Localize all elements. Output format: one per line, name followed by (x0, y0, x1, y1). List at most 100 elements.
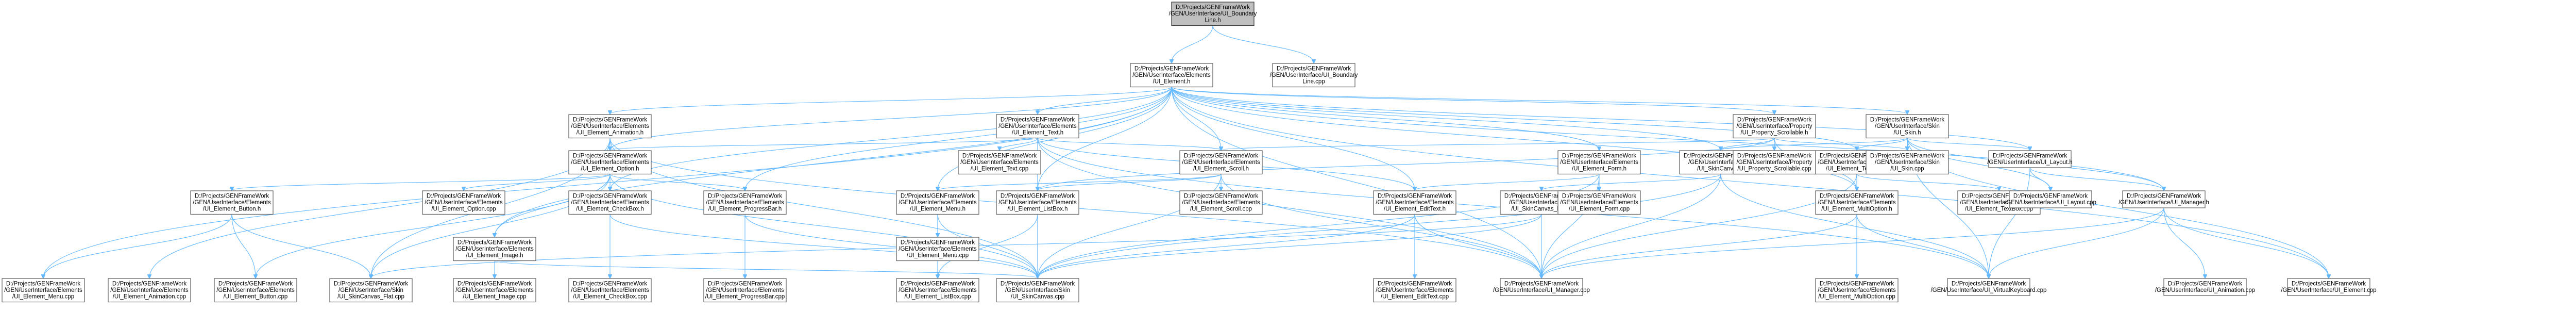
node-box (568, 150, 652, 175)
graph-node[interactable]: D:/Projects/GENFrameWork/GEN/UserInterfa… (1179, 150, 1263, 175)
graph-node[interactable]: D:/Projects/GENFrameWork/GEN/UserInterfa… (1373, 278, 1456, 303)
graph-node[interactable]: D:/Projects/GENFrameWork/GEN/UserInterfa… (996, 114, 1079, 139)
node-label-line: D:/Projects/GENFrameWork (195, 193, 269, 200)
graph-node[interactable]: D:/Projects/GENFrameWork/GEN/UserInterfa… (996, 278, 1079, 303)
graph-node[interactable]: D:/Projects/GENFrameWork/GEN/UserInterfa… (2155, 278, 2255, 296)
graph-node[interactable]: D:/Projects/GENFrameWork/GEN/UserInterfa… (1373, 190, 1456, 215)
graph-node[interactable]: D:/Projects/GENFrameWork/GEN/UserInterfa… (2005, 190, 2096, 208)
graph-node[interactable]: D:/Projects/GENFrameWork/GEN/UserInterfa… (703, 190, 787, 215)
node-box (1866, 150, 1949, 175)
graph-node[interactable]: D:/Projects/GENFrameWork/GEN/UserInterfa… (1179, 190, 1263, 215)
node-label-line: Line.cpp (1302, 79, 1325, 85)
node-label-line: D:/Projects/GENFrameWork (573, 281, 647, 287)
edge-N1-N41 (1171, 87, 1541, 279)
node-label-line: /UI_Element_Form.h (1572, 166, 1626, 172)
edge-N11-N43 (1720, 174, 1989, 279)
node-label-line: D:/Projects/GENFrameWork (2013, 193, 2088, 200)
graph-node[interactable]: D:/Projects/GENFrameWork/GEN/UserInterfa… (108, 278, 191, 303)
edge-N30-N39 (494, 260, 1038, 279)
node-label-line: D:/Projects/GENFrameWork (901, 240, 975, 246)
graph-node[interactable]: D:/Projects/GENFrameWork/GEN/UserInterfa… (896, 237, 979, 261)
edge-N7-N18 (464, 173, 611, 191)
edge-N4-N8 (999, 138, 1038, 151)
node-label-line: /UI_Element_MultiOption.h (1821, 206, 1892, 212)
edge-N7-N39 (609, 174, 1038, 279)
edge-N9-N20 (938, 173, 1222, 191)
edge-N5-N21 (1038, 138, 1775, 191)
node-box (1733, 114, 1816, 139)
graph-node[interactable]: D:/Projects/GENFrameWork/GEN/UserInterfa… (568, 114, 652, 139)
node-label-line: /UI_Element_CheckBox.h (576, 206, 644, 212)
edge-N1-N6 (1171, 87, 1907, 114)
graph-node[interactable]: D:/Projects/GENFrameWork/GEN/UserInterfa… (329, 278, 413, 303)
node-label-line: /GEN/UserInterface/UI_Element.cpp (2281, 287, 2376, 293)
node-label-line: /GEN/UserInterface/UI_Manager.h (2119, 200, 2209, 206)
node-label-line: /GEN/UserInterface/Elements (455, 246, 534, 252)
edge-N12-N27 (1856, 173, 1999, 191)
graph-node[interactable]: D:/Projects/GENFrameWork/GEN/UserInterfa… (958, 150, 1041, 175)
graph-node[interactable]: D:/Projects/GENFrameWork/GEN/UserInterfa… (1557, 190, 1641, 215)
node-label-line: /UI_Element_Menu.h (910, 206, 965, 212)
graph-node[interactable]: D:/Projects/GENFrameWork/GEN/UserInterfa… (190, 190, 274, 215)
node-box (896, 237, 979, 261)
edge-N21-N38 (938, 214, 1038, 279)
graph-node[interactable]: D:/Projects/GENFrameWork/GEN/UserInterfa… (2119, 190, 2209, 208)
node-label-line: D:/Projects/GENFrameWork (1134, 66, 1209, 72)
graph-node[interactable]: D:/Projects/GENFrameWork/GEN/UserInterfa… (568, 150, 652, 175)
graph-node[interactable]: D:/Projects/GENFrameWork/GEN/UserInterfa… (996, 190, 1079, 215)
edge-N5-N9 (1221, 137, 1775, 151)
graph-node[interactable]: D:/Projects/GENFrameWork/GEN/UserInterfa… (896, 278, 979, 303)
node-label-line: D:/Projects/GENFrameWork (427, 193, 501, 200)
node-label-line: D:/Projects/GENFrameWork (1820, 193, 1894, 200)
edge-N23-N39 (1038, 214, 1415, 279)
graph-node[interactable]: D:/Projects/GENFrameWork/GEN/UserInterfa… (1987, 150, 2073, 168)
graph-node[interactable]: D:/Projects/GENFrameWork/GEN/UserInterfa… (2281, 278, 2377, 296)
graph-node[interactable]: D:/Projects/GENFrameWork/GEN/UserInterfa… (2, 278, 85, 303)
graph-node[interactable]: D:/Projects/GENFrameWork/GEN/UserInterfa… (568, 190, 652, 215)
node-box (1171, 2, 1255, 26)
node-label-line: /UI_SkinCanvas_Flat.cpp (337, 294, 404, 300)
node-label-line: D:/Projects/GENFrameWork (573, 153, 647, 159)
node-label-line: /UI_Element_EditText.cpp (1381, 294, 1449, 300)
graph-node[interactable]: D:/Projects/GENFrameWork/GEN/UserInterfa… (1815, 190, 1899, 215)
node-label-line: D:/Projects/GENFrameWork (2127, 193, 2201, 200)
node-box (2287, 278, 2370, 296)
graph-node[interactable]: D:/Projects/GENFrameWork/GEN/UserInterfa… (1866, 114, 1949, 139)
edge-N1-N19 (745, 87, 1172, 191)
node-label-line: /UI_Element.h (1153, 79, 1191, 85)
graph-node[interactable]: D:/Projects/GENFrameWork/GEN/UserInterfa… (1557, 150, 1641, 175)
graph-node[interactable]: D:/Projects/GENFrameWork/GEN/UserInterfa… (453, 237, 536, 261)
graph-node[interactable]: D:/Projects/GENFrameWork/GEN/UserInterfa… (1733, 114, 1816, 139)
graph-node[interactable]: D:/Projects/GENFrameWork/GEN/UserInterfa… (703, 278, 787, 303)
graph-node[interactable]: D:/Projects/GENFrameWork/GEN/UserInterfa… (1931, 278, 2047, 296)
node-label-line: /UI_SkinCanvas.h (1697, 166, 1744, 172)
node-label-line: /GEN/UserInterface/Property (1737, 123, 1812, 129)
node-label-line: /GEN/UserInterface/Elements (998, 123, 1077, 129)
node-label-line: /UI_Element_CheckBox.cpp (573, 294, 647, 300)
graph-node[interactable]: D:/Projects/GENFrameWork/GEN/UserInterfa… (422, 190, 505, 215)
graph-node[interactable]: D:/Projects/GENFrameWork/GEN/UserInterfa… (1866, 150, 1949, 175)
graph-node[interactable]: D:/Projects/GENFrameWork/GEN/UserInterfa… (1130, 63, 1213, 88)
graph-node[interactable]: D:/Projects/GENFrameWork/GEN/UserInterfa… (1169, 2, 1257, 26)
edge-N1-N20 (938, 87, 1172, 191)
graph-node[interactable]: D:/Projects/GENFrameWork/GEN/UserInterfa… (1815, 278, 1899, 303)
graph-node[interactable]: D:/Projects/GENFrameWork/GEN/UserInterfa… (1270, 63, 1358, 88)
edge-N9-N21 (1038, 173, 1222, 191)
node-label-line: /GEN/UserInterface/Elements (1560, 159, 1638, 166)
node-label-line: /GEN/UserInterface/Elements (425, 200, 503, 206)
graph-node[interactable]: D:/Projects/GENFrameWork/GEN/UserInterfa… (1493, 278, 1590, 296)
graph-node[interactable]: D:/Projects/GENFrameWork/GEN/UserInterfa… (453, 278, 536, 303)
graph-node[interactable]: D:/Projects/GENFrameWork/GEN/UserInterfa… (896, 190, 979, 215)
node-box (996, 190, 1079, 215)
node-label-line: D:/Projects/GENFrameWork (1277, 66, 1351, 72)
graph-node[interactable]: D:/Projects/GENFrameWork/GEN/UserInterfa… (214, 278, 297, 303)
node-box (2163, 278, 2247, 296)
edge-N5-N14 (1774, 137, 1907, 151)
edge-N7-N33 (256, 174, 611, 279)
node-label-line: /UI_Skin.h (1893, 130, 1921, 136)
node-label-line: /GEN/UserInterface/Elements (1818, 200, 1896, 206)
graph-node[interactable]: D:/Projects/GENFrameWork/GEN/UserInterfa… (568, 278, 652, 303)
graph-node[interactable]: D:/Projects/GENFrameWork/GEN/UserInterfa… (1733, 150, 1816, 175)
node-label-line: /UI_Element_Form.cpp (1569, 206, 1630, 212)
node-box (1179, 190, 1263, 215)
